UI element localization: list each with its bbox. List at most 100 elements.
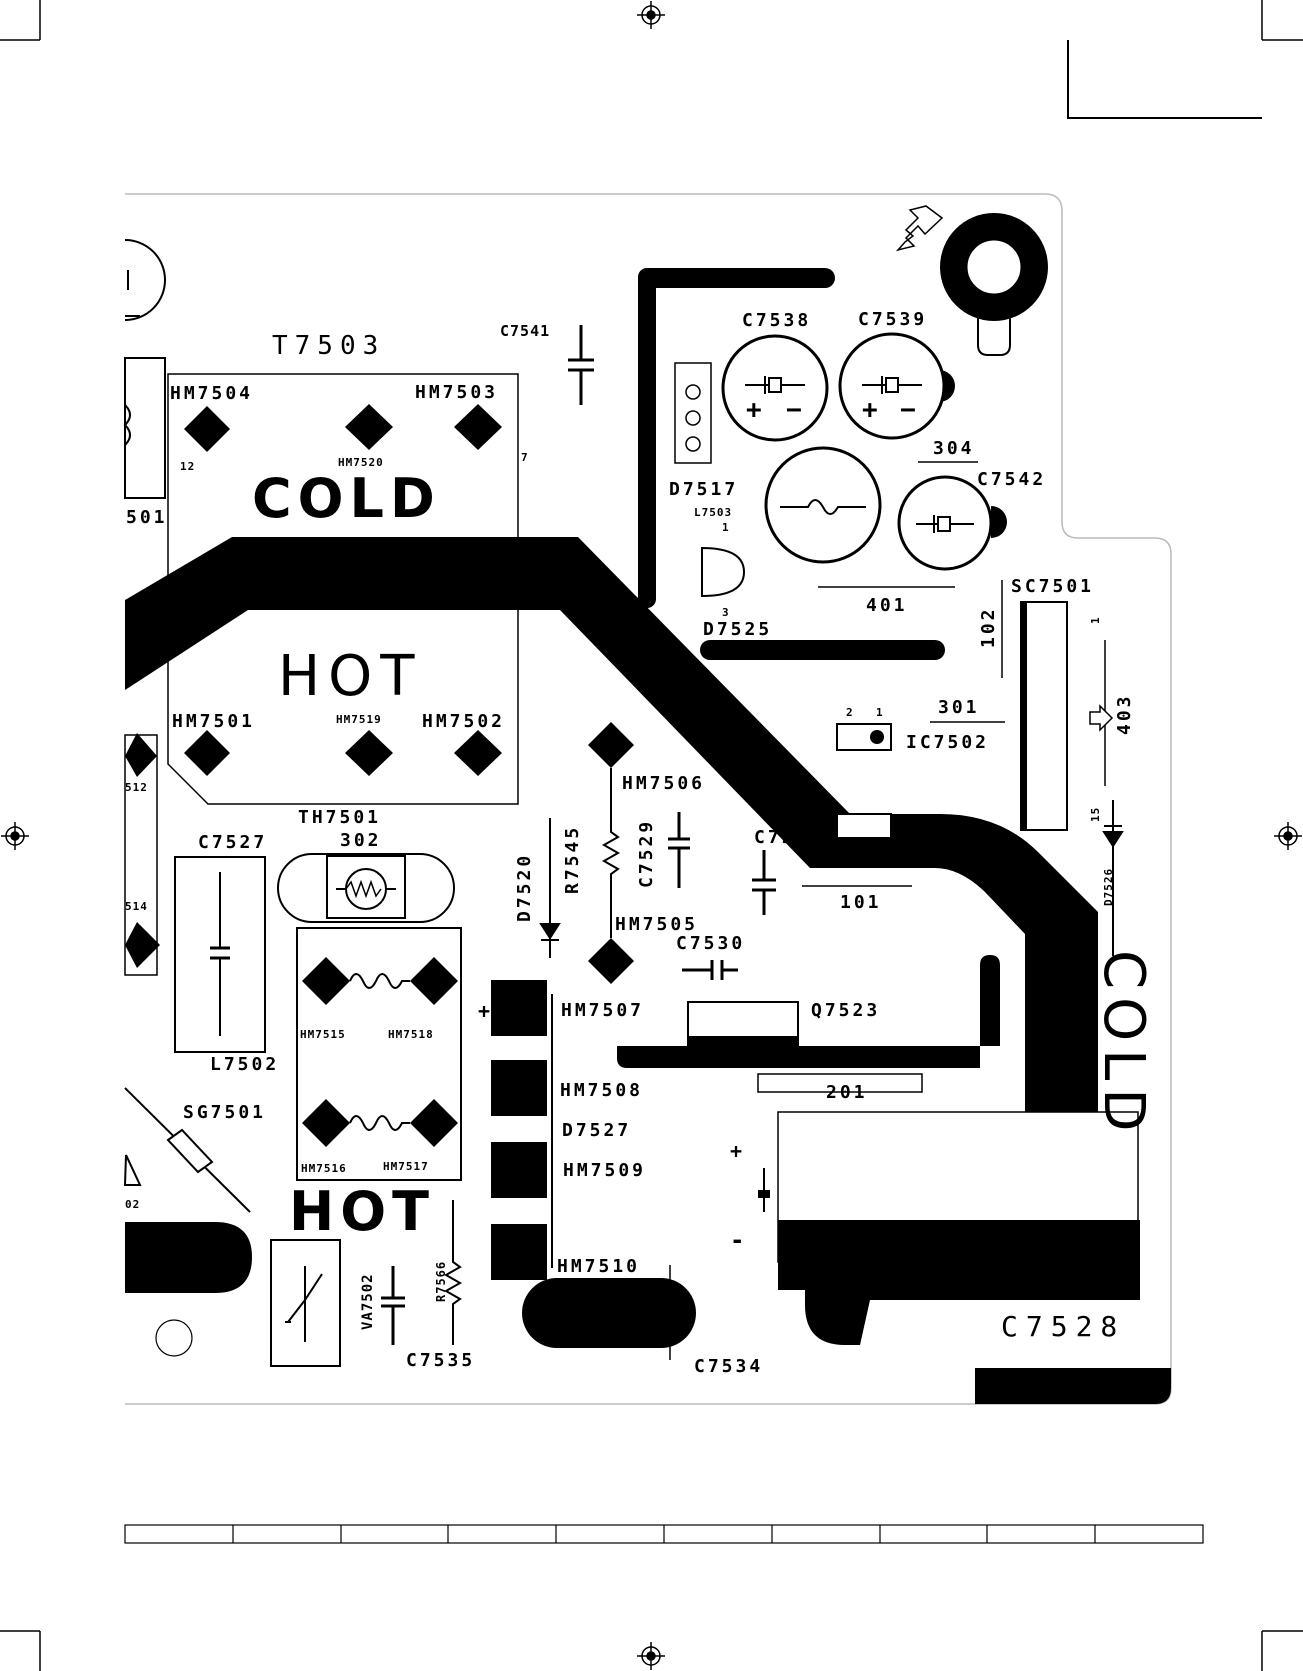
c7538-capacitor bbox=[721, 334, 829, 442]
hot-zone-label-bottom: HOT bbox=[289, 1180, 435, 1243]
ic7502-pin1: 1 bbox=[876, 706, 884, 719]
d7525-pin1: 1 bbox=[722, 521, 730, 534]
c7530-capacitor-symbol bbox=[682, 960, 738, 980]
c7527-label: C7527 bbox=[198, 832, 267, 853]
c7538-plus: + bbox=[746, 395, 762, 425]
c7535-capacitor-symbol bbox=[381, 1266, 405, 1345]
c7528-label: C7528 bbox=[1001, 1310, 1125, 1343]
code-304: 304 bbox=[933, 438, 975, 459]
t7503-label: T7503 bbox=[272, 331, 385, 361]
code-401: 401 bbox=[866, 595, 908, 616]
hm7504-pad bbox=[184, 406, 230, 452]
q7523-trace bbox=[617, 955, 1000, 1068]
hm7515-label: HM7515 bbox=[300, 1028, 346, 1041]
d7526-label: D7526 bbox=[1102, 868, 1115, 906]
sc7501-pin1: 1 bbox=[1089, 616, 1102, 624]
hm7517-label: HM7517 bbox=[383, 1160, 429, 1173]
c7528-plus: + bbox=[730, 1139, 742, 1163]
pin-7-label: 7 bbox=[521, 451, 529, 464]
hot-cold-barrier-trace bbox=[125, 537, 1098, 1228]
c7541-label: C7541 bbox=[500, 322, 550, 340]
c7539-plus: + bbox=[862, 395, 878, 425]
sc7501-pin15: 15 bbox=[1089, 807, 1102, 822]
orientation-arrow-icon bbox=[895, 205, 944, 252]
hot-zone-label: HOT bbox=[278, 644, 422, 709]
c7542-capacitor bbox=[897, 475, 1008, 571]
c7530-label: C7530 bbox=[676, 933, 745, 954]
partial-501-label: 501 bbox=[126, 507, 168, 528]
hm7508-label: HM7508 bbox=[560, 1080, 643, 1101]
c7535-label: C7535 bbox=[406, 1350, 475, 1371]
bridge-rectifier-pads bbox=[491, 980, 553, 1280]
partial-514-label: 514 bbox=[125, 900, 148, 913]
c7531-label: C7531 bbox=[754, 827, 823, 848]
th7501-thermistor bbox=[277, 853, 455, 923]
hm7516-label: HM7516 bbox=[301, 1162, 347, 1175]
c7529-label: C7529 bbox=[636, 819, 657, 888]
partial-02-label: 02 bbox=[125, 1198, 140, 1211]
small-mounting-hole bbox=[155, 1319, 193, 1357]
th7501-label: TH7501 bbox=[298, 807, 381, 828]
code-102: 102 bbox=[978, 606, 999, 648]
cold-zone-label: COLD bbox=[252, 467, 441, 530]
pin-12-label: 12 bbox=[180, 460, 195, 473]
d7525-pin3: 3 bbox=[722, 606, 730, 619]
hm7503-pad bbox=[454, 404, 502, 450]
c7538-minus: − bbox=[786, 395, 802, 425]
hm7520-label: HM7520 bbox=[338, 456, 384, 469]
c7534-label: C7534 bbox=[694, 1356, 763, 1377]
c7529-capacitor-symbol bbox=[668, 812, 690, 888]
ic7502-pin2: 2 bbox=[846, 706, 854, 719]
bridge-plus: + bbox=[478, 999, 490, 1023]
c7539-minus: − bbox=[900, 395, 916, 425]
partial-connector-topleft bbox=[123, 239, 166, 499]
top-trace bbox=[638, 268, 835, 288]
hm7502-pad bbox=[454, 730, 502, 776]
c7528-minus: - bbox=[730, 1226, 744, 1254]
hm7505-label: HM7505 bbox=[615, 914, 698, 935]
r7566-label: R7566 bbox=[434, 1261, 448, 1302]
c7531-capacitor-symbol bbox=[752, 850, 776, 915]
d7520-label: D7520 bbox=[514, 853, 535, 922]
sg7501-label: SG7501 bbox=[183, 1102, 266, 1123]
code-403: 403 bbox=[1114, 693, 1135, 735]
hm7519-label: HM7519 bbox=[336, 713, 382, 726]
q7523-label: Q7523 bbox=[811, 1000, 880, 1021]
code-201-outline bbox=[757, 1073, 923, 1093]
va7502-label: VA7502 bbox=[360, 1273, 376, 1330]
hm7518-label: HM7518 bbox=[388, 1028, 434, 1041]
transformer-t7503 bbox=[167, 373, 519, 805]
hm7501-label: HM7501 bbox=[172, 711, 255, 732]
sg7501-spark-gap bbox=[123, 1087, 251, 1213]
left-partial-devices bbox=[124, 733, 160, 976]
c7528-body bbox=[758, 1111, 1139, 1270]
code-201: 201 bbox=[826, 1082, 868, 1103]
c7527-body bbox=[174, 856, 266, 1053]
r7566-resistor bbox=[443, 1200, 463, 1345]
c7534-pad bbox=[522, 1278, 696, 1348]
ic7502-label: IC7502 bbox=[906, 732, 989, 753]
hm7502-label: HM7502 bbox=[422, 711, 505, 732]
q7523-body bbox=[687, 1001, 799, 1049]
l7502-label: L7502 bbox=[210, 1054, 279, 1075]
code-301: 301 bbox=[938, 697, 980, 718]
mounting-hole bbox=[940, 213, 1048, 356]
d7520-diode-symbol bbox=[539, 818, 561, 958]
c7539-label: C7539 bbox=[858, 309, 927, 330]
code-302: 302 bbox=[340, 830, 382, 851]
cold-zone-label-right: COLD bbox=[1091, 950, 1156, 1140]
hm7503-label: HM7503 bbox=[415, 382, 498, 403]
hm7520-pad bbox=[345, 404, 393, 450]
mid-trace bbox=[700, 640, 945, 660]
partial-512-label: 512 bbox=[125, 781, 148, 794]
bottom-right-trace bbox=[975, 1368, 1171, 1404]
d7517-label: D7517 bbox=[669, 479, 738, 500]
hm7501-pad bbox=[184, 730, 230, 776]
d7525-outline bbox=[701, 546, 746, 598]
hm7504-label: HM7504 bbox=[170, 383, 253, 404]
footer-table bbox=[124, 1524, 1204, 1544]
